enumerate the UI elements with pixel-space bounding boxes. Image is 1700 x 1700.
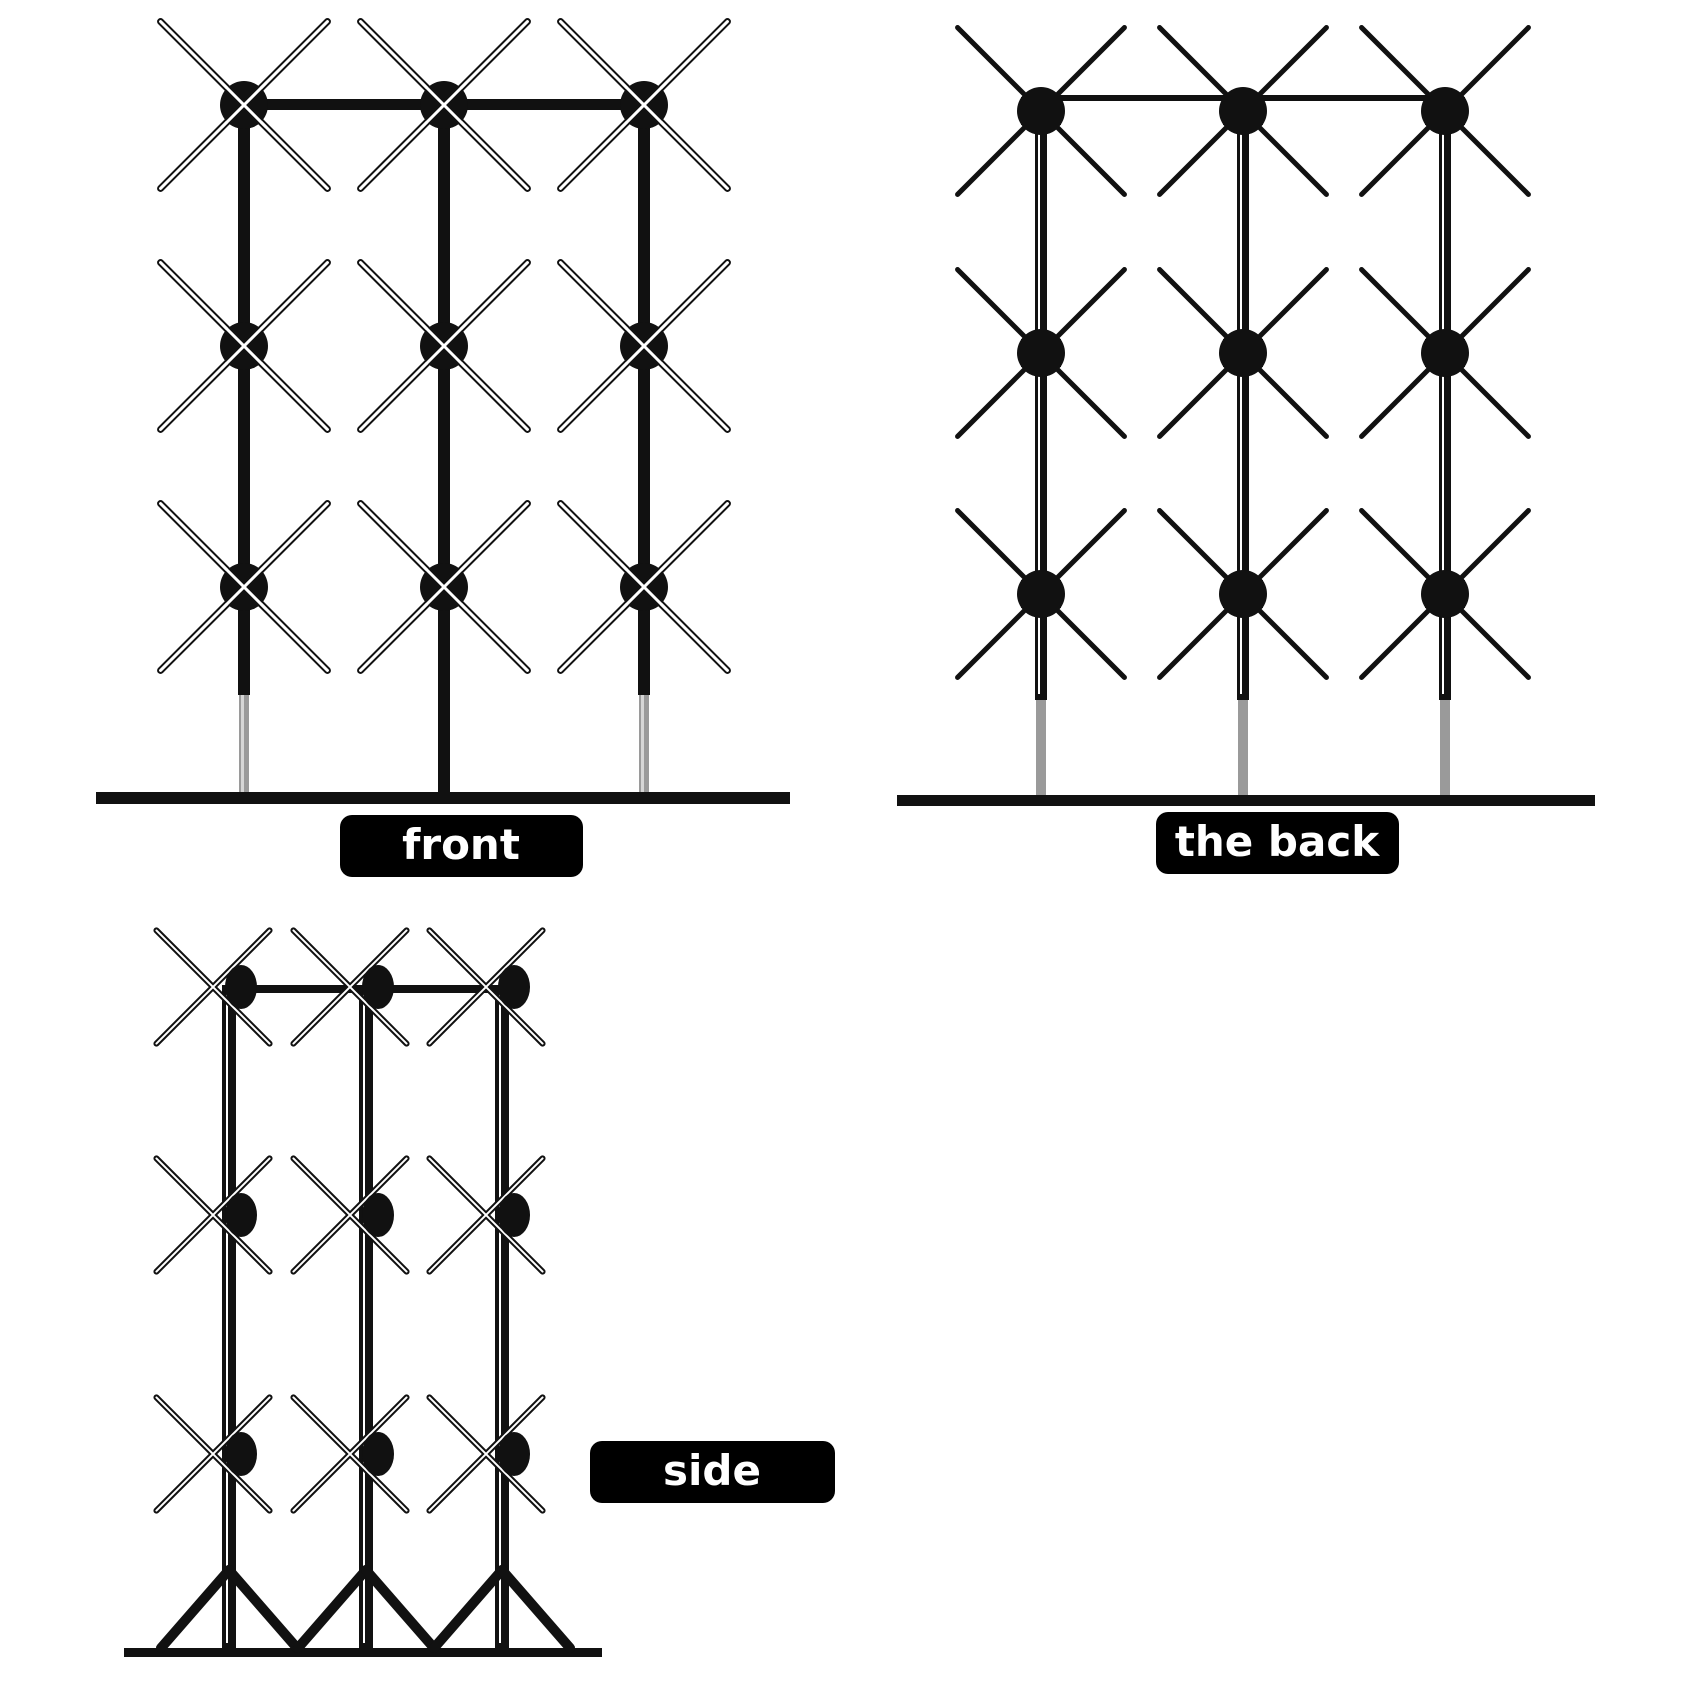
pole <box>238 105 250 695</box>
hologram-fan-icon <box>1359 267 1531 439</box>
pole-steel-leg <box>1238 700 1248 795</box>
fan-blade-highlight <box>292 1396 408 1512</box>
fan-hub-highlight <box>220 81 268 129</box>
hologram-fan-icon <box>357 500 531 674</box>
hologram-fan-icon <box>157 259 331 433</box>
hologram-fan-icon <box>1157 25 1329 197</box>
pole-steel-shine <box>241 695 244 792</box>
stand-leg <box>224 1565 302 1653</box>
fan-blade-highlight <box>428 929 544 1045</box>
fan-motor <box>1223 580 1263 608</box>
base-bar <box>897 795 1595 806</box>
fan-motor <box>362 1432 394 1476</box>
pole-highlight <box>363 993 365 1643</box>
hologram-fan-icon <box>357 18 531 192</box>
hologram-fan-icon <box>426 1394 546 1514</box>
hologram-fan-icon <box>290 1394 410 1514</box>
pole <box>222 985 236 1648</box>
hologram-fan-icon <box>955 267 1127 439</box>
fan-blade-highlight <box>292 1157 408 1273</box>
fan-motor <box>1223 339 1263 367</box>
pole-steel-shine <box>641 695 644 792</box>
side-label: side <box>663 1446 761 1495</box>
hologram-fan-icon <box>1359 508 1531 680</box>
fan-blade-highlight <box>155 1396 271 1512</box>
hologram-fan-icon <box>153 927 273 1047</box>
pole-steel-leg <box>1440 700 1450 795</box>
fan-hub-highlight <box>420 563 468 611</box>
fan-hub-highlight <box>620 81 668 129</box>
hologram-fan-icon <box>955 508 1127 680</box>
fan-motor <box>498 965 530 1009</box>
pole-steel-leg <box>1036 700 1046 795</box>
stand-leg <box>497 1565 575 1653</box>
pole-highlight <box>499 993 501 1643</box>
hologram-fan-icon <box>1157 267 1329 439</box>
hologram-fan-icon <box>290 1155 410 1275</box>
front-view <box>96 18 790 804</box>
hologram-fan-icon <box>1359 25 1531 197</box>
fan-hub-highlight <box>220 563 268 611</box>
fan-motor <box>498 1432 530 1476</box>
hologram-fan-icon <box>290 927 410 1047</box>
hologram-fan-icon <box>153 1155 273 1275</box>
hologram-fan-icon <box>153 1394 273 1514</box>
fan-blade-highlight <box>428 1396 544 1512</box>
hologram-fan-icon <box>157 18 331 192</box>
fan-blade-highlight <box>155 929 271 1045</box>
pole <box>438 105 450 792</box>
base-bar <box>96 792 790 804</box>
pole <box>359 985 373 1648</box>
front-label: front <box>402 820 520 869</box>
fan-motor <box>1021 580 1061 608</box>
fan-hub-highlight <box>620 563 668 611</box>
stand-leg <box>293 1565 371 1653</box>
pole-highlight <box>1240 104 1242 694</box>
hologram-fan-icon <box>557 18 731 192</box>
side-view <box>124 927 602 1657</box>
stand-leg <box>156 1565 234 1653</box>
fan-motor <box>362 1193 394 1237</box>
hologram-fan-icon <box>357 259 531 433</box>
fan-motor <box>225 965 257 1009</box>
fan-motor <box>498 1193 530 1237</box>
fan-motor <box>225 1432 257 1476</box>
pole-highlight <box>226 993 228 1643</box>
fan-motor <box>1425 339 1465 367</box>
hologram-fan-icon <box>955 25 1127 197</box>
pole <box>638 105 650 695</box>
hologram-fan-icon <box>157 500 331 674</box>
fan-hub-highlight <box>420 81 468 129</box>
hologram-fan-icon <box>1157 508 1329 680</box>
fan-motor <box>362 965 394 1009</box>
hologram-fan-icon <box>426 1155 546 1275</box>
hologram-fan-icon <box>557 259 731 433</box>
base-bar <box>124 1648 602 1657</box>
fan-motor <box>1223 97 1263 125</box>
pole-highlight <box>1038 104 1040 694</box>
back-view <box>897 25 1595 806</box>
fan-hub-highlight <box>620 322 668 370</box>
fan-blade-highlight <box>155 1157 271 1273</box>
fan-hub-highlight <box>420 322 468 370</box>
hologram-fan-icon <box>426 927 546 1047</box>
fan-motor <box>1021 339 1061 367</box>
back-label-pill: the back <box>1156 812 1399 874</box>
fan-blade-highlight <box>292 929 408 1045</box>
stand-leg <box>429 1565 507 1653</box>
hologram-fan-icon <box>557 500 731 674</box>
pole <box>495 985 509 1648</box>
fan-blade-highlight <box>428 1157 544 1273</box>
pole-highlight <box>1442 104 1444 694</box>
fan-motor <box>1425 580 1465 608</box>
back-label: the back <box>1175 817 1380 866</box>
fan-motor <box>225 1193 257 1237</box>
side-label-pill: side <box>590 1441 835 1503</box>
stand-leg <box>361 1565 439 1653</box>
front-label-pill: front <box>340 815 583 877</box>
fan-motor <box>1021 97 1061 125</box>
fan-motor <box>1425 97 1465 125</box>
fan-hub-highlight <box>220 322 268 370</box>
